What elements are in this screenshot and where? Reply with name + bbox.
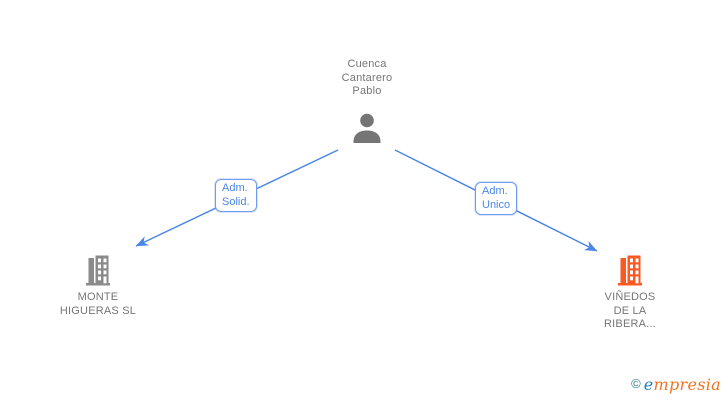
- edge-label-line: Unico: [482, 198, 511, 211]
- edge-label-line: Adm.: [482, 185, 508, 197]
- company-name-line: MONTE: [77, 291, 119, 303]
- company-name: MONTE HIGUERAS SL: [60, 291, 136, 318]
- company-node-monte-higueras[interactable]: MONTE HIGUERAS SL: [38, 255, 158, 318]
- building-icon: [618, 255, 642, 286]
- company-name-line: HIGUERAS SL: [59, 304, 137, 317]
- brand-letter-e: e: [643, 375, 654, 394]
- edge-label-adm-solid: Adm. Solid.: [215, 179, 257, 212]
- company-name-line: DE LA: [613, 304, 647, 317]
- edge-label-adm-unico: Adm. Unico: [475, 182, 518, 215]
- brand-text: mpresia: [653, 375, 721, 394]
- company-name: VIÑEDOS DE LA RIBERA...: [604, 291, 656, 332]
- building-icon: [86, 255, 110, 286]
- empresia-watermark: ©empresia: [631, 375, 721, 394]
- copyright-icon: ©: [631, 376, 641, 391]
- person-name-line: Cantarero: [341, 71, 393, 84]
- company-node-vinedos-ribera[interactable]: VIÑEDOS DE LA RIBERA...: [570, 255, 690, 332]
- edge-label-line: Adm.: [222, 182, 248, 194]
- person-name-line: Cuenca: [347, 58, 387, 70]
- person-node[interactable]: Cuenca Cantarero Pablo: [307, 58, 427, 143]
- company-name-line: VIÑEDOS: [604, 291, 656, 303]
- person-name: Cuenca Cantarero Pablo: [342, 58, 393, 99]
- person-icon: [353, 113, 381, 143]
- person-name-line: Pablo: [352, 85, 382, 97]
- company-name-line: RIBERA...: [604, 318, 656, 330]
- edge-label-line: Solid.: [222, 195, 250, 208]
